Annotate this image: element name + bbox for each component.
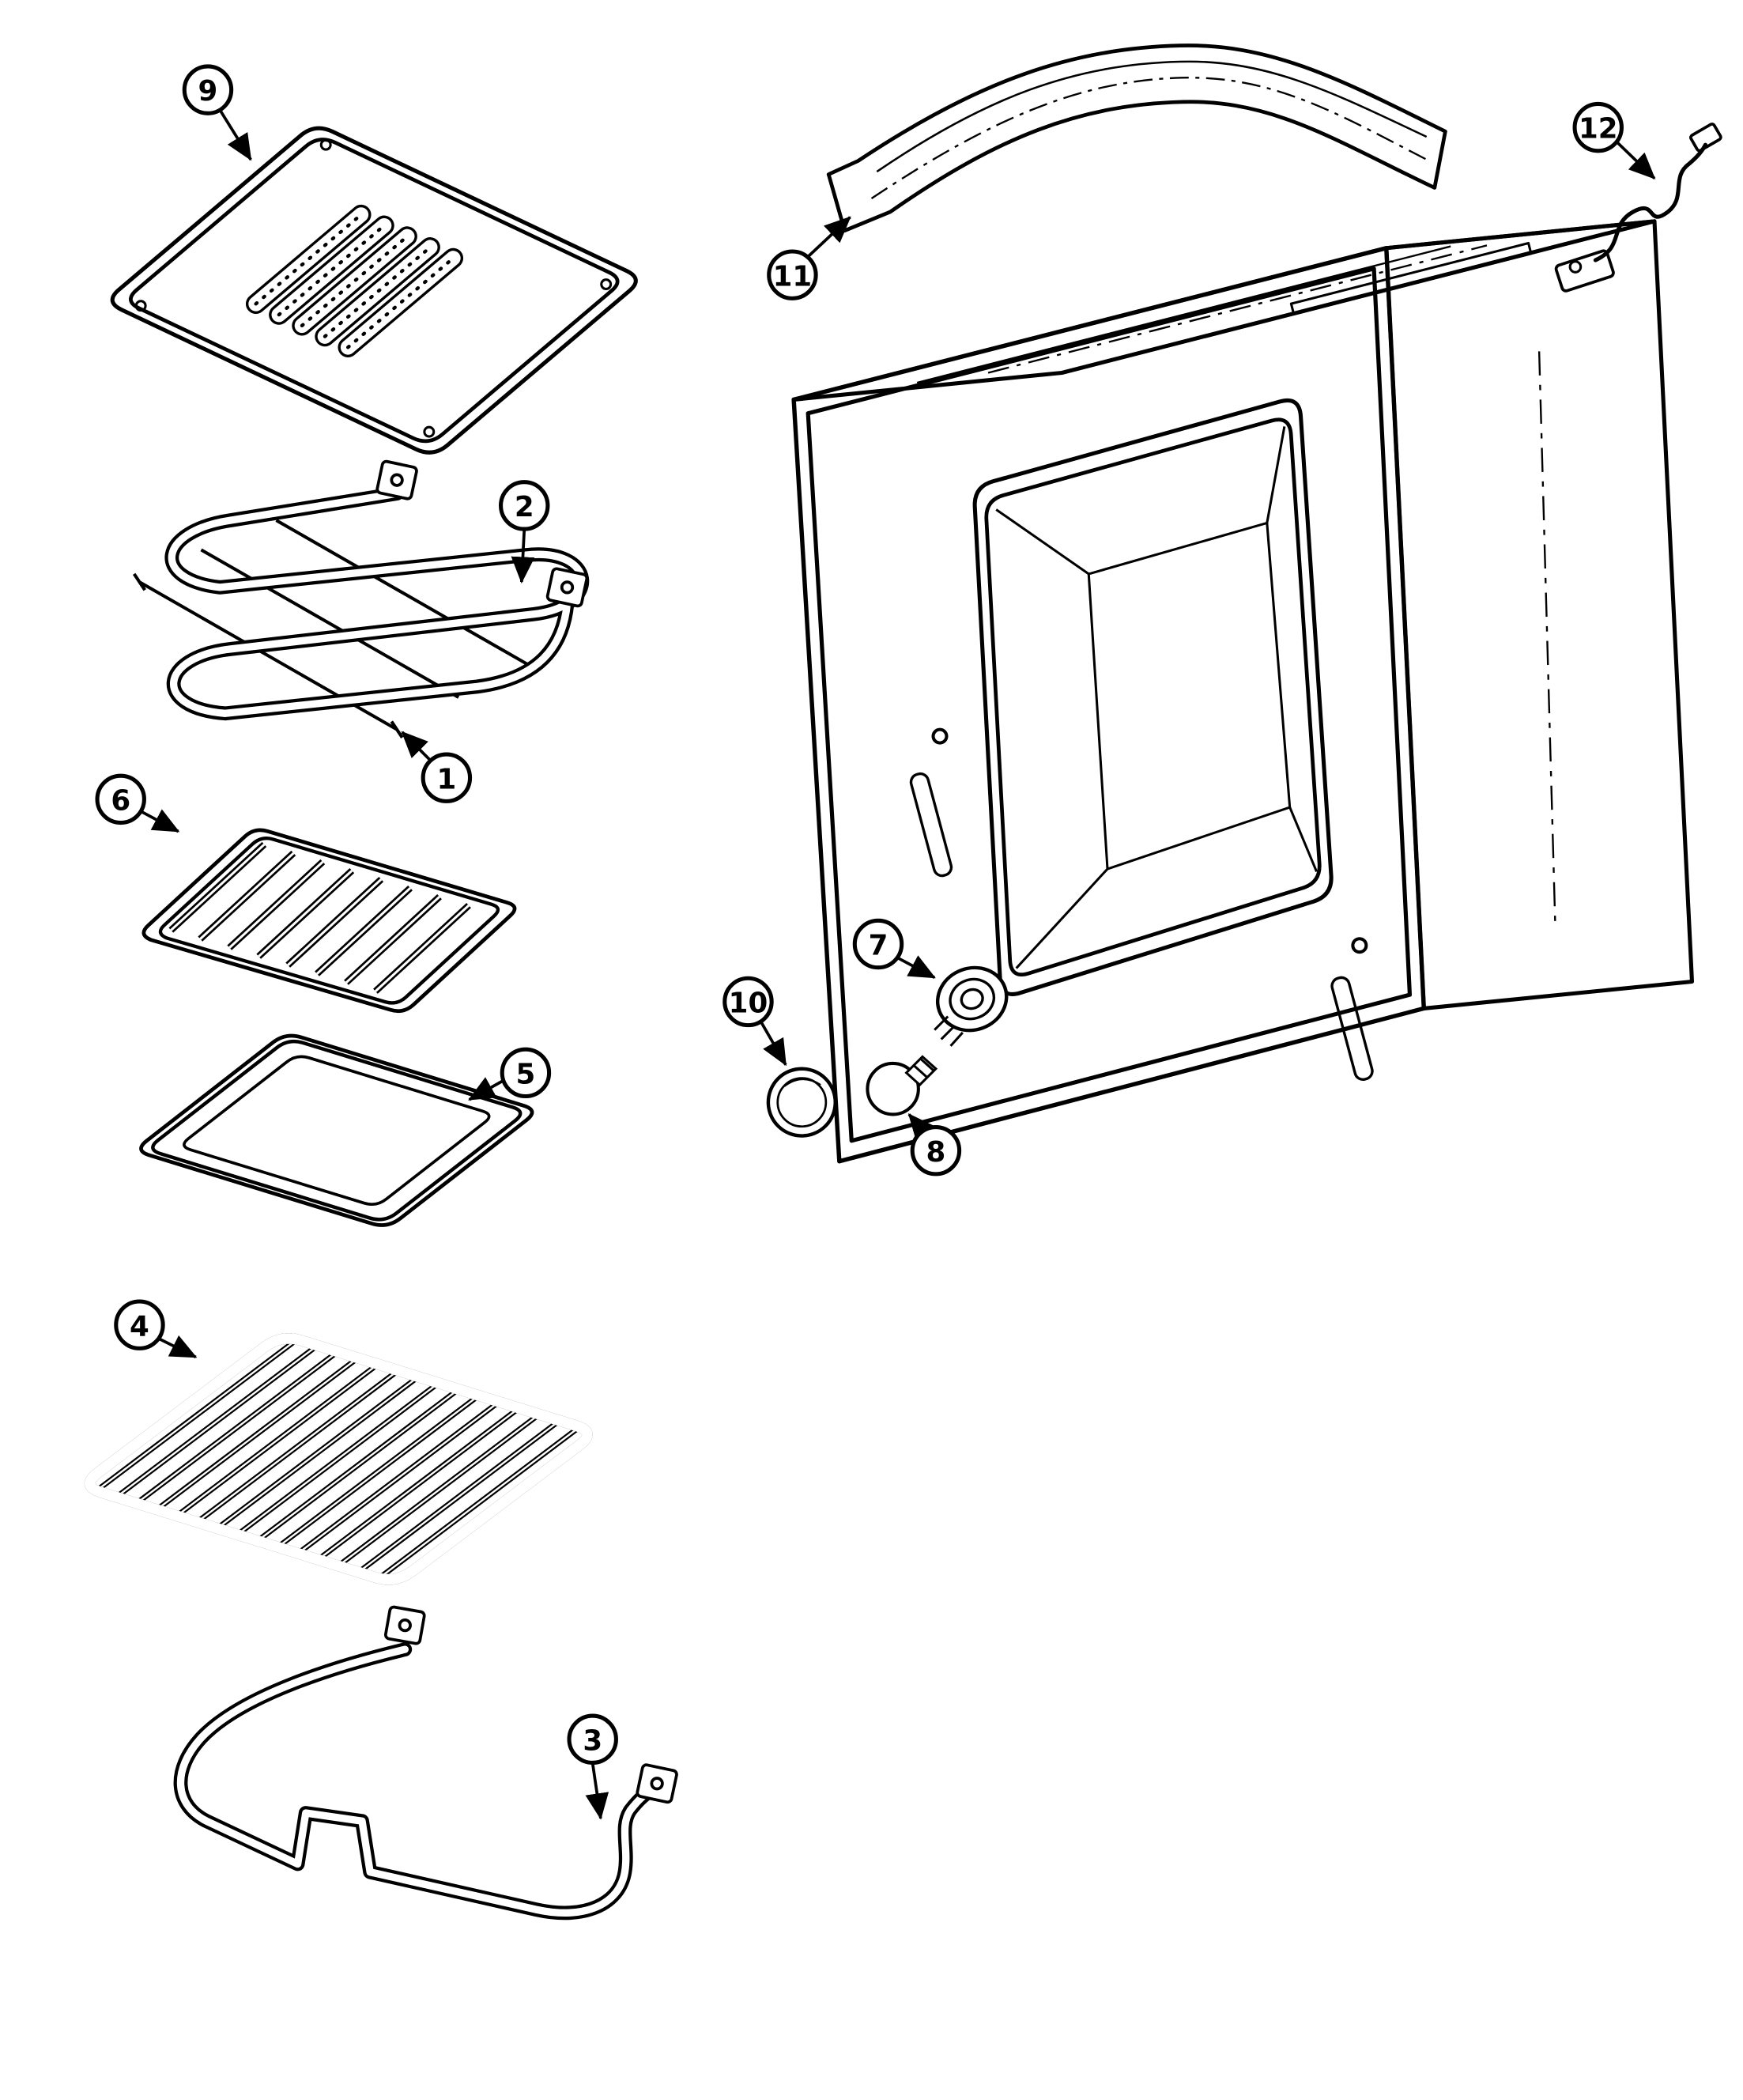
callout-9: 9 (182, 64, 234, 115)
callout-7: 7 (852, 918, 904, 970)
leader-1 (401, 731, 432, 761)
broiler-insert (141, 828, 517, 1014)
support-rod-lines (132, 519, 535, 738)
broil-element-bracket-right (545, 567, 589, 608)
frame-slot-left (909, 772, 953, 878)
oven-door-opening (984, 417, 1322, 976)
oven-cavity-body (791, 219, 1695, 1164)
bake-element-tube-highlight (176, 1645, 658, 1917)
callout-7-number: 7 (869, 930, 888, 962)
bake-element-bracket-top (383, 1605, 426, 1645)
vent-duct-outline (826, 43, 1447, 233)
callout-balloons: 9 2 1 6 5 4 3 11 (95, 64, 1624, 1765)
broiler-pan-rim (139, 1033, 534, 1227)
broil-element-bracket-top (375, 459, 418, 500)
callout-2-number: 2 (515, 491, 534, 523)
bottom-panel-vent-slats (245, 204, 464, 357)
vent-duct-inner-line (876, 60, 1428, 173)
callout-6-number: 6 (111, 784, 130, 817)
harness-plate-hole (1568, 260, 1583, 274)
leader-12 (1614, 139, 1656, 179)
light-socket-threads (934, 1015, 964, 1047)
light-bulb (866, 1055, 938, 1116)
callout-1: 1 (421, 752, 473, 803)
light-socket (934, 965, 1009, 1047)
vent-duct-centerline (870, 77, 1430, 200)
callout-leader-lines (140, 109, 1656, 1820)
leader-9 (218, 109, 252, 161)
callout-12-number: 12 (1579, 113, 1618, 145)
body-top-dashdot-line (987, 244, 1488, 374)
frame-slot-right (1330, 976, 1374, 1082)
leader-5 (468, 1077, 504, 1101)
bottom-panel-outline (110, 126, 638, 455)
callout-8: 8 (910, 1124, 962, 1177)
callout-3-number: 3 (583, 1724, 602, 1757)
callout-12: 12 (1572, 101, 1624, 153)
light-bulb-base (904, 1055, 938, 1087)
oven-bottom-panel (110, 126, 638, 455)
callout-1-number: 1 (436, 763, 456, 795)
callout-4-number: 4 (130, 1310, 149, 1343)
leader-2 (511, 529, 535, 584)
broiler-pan (139, 1033, 534, 1227)
oven-cavity-interior (995, 426, 1318, 969)
light-lens-highlight (783, 1078, 821, 1087)
broiler-insert-outline (141, 828, 517, 1014)
leader-8 (907, 1112, 934, 1142)
broiler-insert-ridge-highlights (170, 843, 470, 992)
callout-4: 4 (114, 1299, 165, 1350)
callout-3: 3 (567, 1713, 618, 1765)
harness-mounting-plate (1554, 249, 1615, 293)
wiring-harness (1554, 123, 1722, 293)
callout-9-number: 9 (198, 75, 218, 108)
callout-10-number: 10 (729, 988, 768, 1020)
leader-3 (585, 1763, 609, 1820)
light-lens (766, 1067, 837, 1138)
oven-rack (90, 1339, 587, 1580)
leader-7 (896, 955, 936, 980)
bake-element (173, 1605, 678, 1921)
frame-screw-right (1351, 937, 1368, 954)
leader-4 (157, 1335, 198, 1359)
body-top-seam-line (916, 245, 1451, 384)
callout-5-number: 5 (516, 1058, 536, 1090)
body-top-vent-slot (1289, 241, 1533, 315)
callout-11-number: 11 (773, 260, 813, 293)
callout-11: 11 (767, 249, 818, 300)
broil-element (164, 459, 590, 721)
callout-10: 10 (722, 976, 774, 1028)
oven-rack-wire-highlights (96, 1338, 580, 1580)
leader-11 (805, 216, 851, 259)
callout-8-number: 8 (926, 1136, 946, 1169)
vent-duct (826, 43, 1447, 233)
leader-10 (759, 1019, 787, 1067)
bake-element-bracket-right (636, 1763, 678, 1804)
frame-screw-left (931, 727, 949, 745)
bottom-panel-screw-holes (134, 138, 613, 438)
callout-2: 2 (499, 480, 550, 531)
element-support-rods (132, 519, 535, 738)
leader-6 (140, 809, 180, 833)
body-front-frame (791, 246, 1426, 1164)
harness-wire (1593, 142, 1707, 262)
callout-5: 5 (500, 1047, 552, 1099)
broil-element-tube-highlight (168, 489, 586, 717)
harness-connector (1689, 123, 1722, 153)
callout-6: 6 (95, 773, 146, 825)
